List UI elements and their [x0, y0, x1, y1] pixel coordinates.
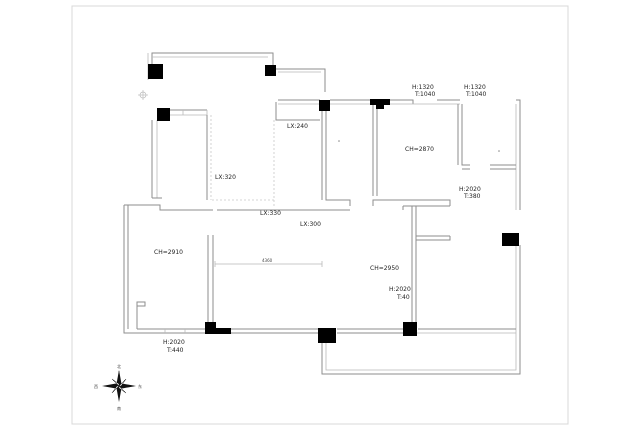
columns: [148, 64, 519, 343]
svg-text:T:380: T:380: [463, 193, 481, 200]
lx-label-320: LX:320: [215, 174, 236, 181]
column: [370, 99, 390, 105]
column: [376, 104, 384, 109]
svg-text:T:1040: T:1040: [414, 91, 435, 98]
svg-text:H:2020: H:2020: [459, 186, 481, 193]
compass-west: 西: [94, 384, 98, 389]
compass-rose: 北 南 西 东: [94, 363, 142, 411]
column: [319, 100, 330, 111]
column: [205, 322, 216, 334]
svg-text:H:2020: H:2020: [389, 286, 411, 293]
lx-label-240: LX:240: [287, 123, 308, 130]
column: [318, 328, 336, 343]
column: [502, 233, 519, 246]
outlet-mark: [498, 150, 500, 152]
ch-label-2870: CH=2870: [405, 146, 434, 153]
column: [403, 322, 417, 336]
compass-north: 北: [117, 363, 121, 369]
lx-label-330: LX:330: [260, 210, 281, 217]
window-label-top-left: H:1320 T:1040: [412, 84, 435, 98]
lx-label-300: LX:300: [300, 221, 321, 228]
window-label-bottom: H:2020 T:440: [163, 339, 185, 354]
drawing-frame: [71, 5, 569, 425]
column: [148, 64, 163, 79]
svg-text:T:1040: T:1040: [465, 91, 486, 98]
compass-east: 东: [138, 383, 142, 389]
compass-south: 南: [117, 405, 121, 411]
outlet-mark: [338, 140, 340, 142]
window-label-center: H:2020 T:40: [389, 286, 411, 301]
column: [265, 65, 276, 76]
column: [215, 328, 231, 334]
window-label-right: H:2020 T:380: [459, 186, 481, 200]
svg-text:T:440: T:440: [166, 347, 184, 354]
ch-label-2910: CH=2910: [154, 249, 183, 256]
svg-text:T:40: T:40: [396, 294, 410, 301]
column: [157, 108, 170, 121]
svg-text:H:2020: H:2020: [163, 339, 185, 346]
svg-text:H:1320: H:1320: [464, 84, 486, 91]
faucet-mark: [138, 90, 148, 100]
dimension-label: 4360: [262, 258, 273, 263]
ch-label-2950: CH=2950: [370, 265, 399, 272]
walls: [123, 52, 521, 375]
svg-text:H:1320: H:1320: [412, 84, 434, 91]
window-label-top-right: H:1320 T:1040: [464, 84, 486, 98]
